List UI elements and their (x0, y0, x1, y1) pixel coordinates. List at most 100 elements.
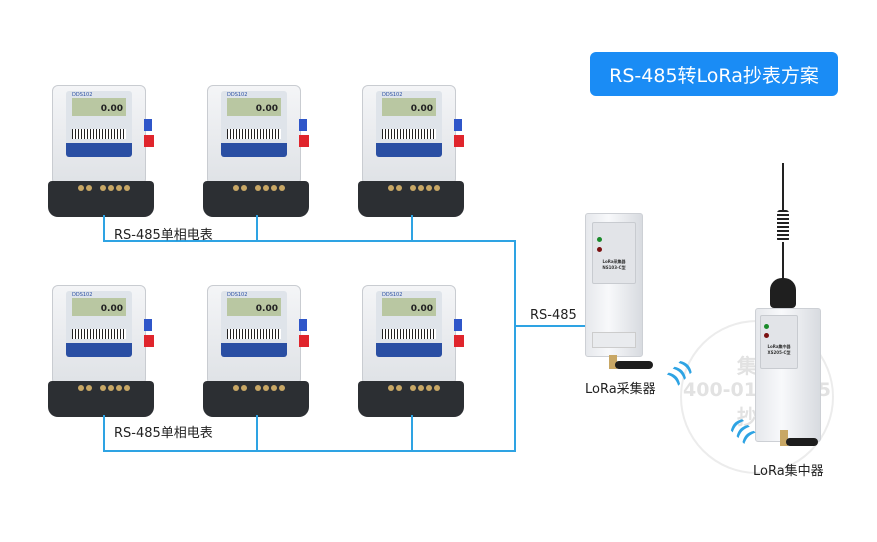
meter-blue-band (376, 343, 442, 357)
meter-terminal-block (48, 381, 154, 417)
terminal-screw (418, 185, 424, 191)
bus-label: RS-485 (530, 308, 577, 323)
electric-meter: DDS102 0.00 (203, 285, 309, 420)
concentrator-panel: LoRa集中器 XS205-C型 (760, 315, 798, 369)
meter-terminal-block (203, 181, 309, 217)
terminal-screw (100, 385, 106, 391)
meter-display: 0.00 (72, 298, 126, 316)
terminal-screw (124, 385, 130, 391)
concentrator-name: LoRa集中器 (767, 344, 791, 349)
meter-button-blue (144, 119, 152, 131)
terminal-screw (233, 385, 239, 391)
terminal-screw (78, 385, 84, 391)
electric-meter: DDS102 0.00 (48, 85, 154, 220)
meter-terminal-block (358, 381, 464, 417)
drop-line (256, 415, 258, 451)
meter-button-red (299, 135, 309, 147)
terminal-screw (124, 185, 130, 191)
electric-meter: DDS102 0.00 (358, 85, 464, 220)
barcode (227, 129, 281, 139)
comm-led (764, 333, 769, 338)
meter-display: 0.00 (72, 98, 126, 116)
lora-concentrator: LoRa集中器 XS205-C型 (755, 308, 821, 442)
meter-blue-band (376, 143, 442, 157)
meter-button-red (144, 335, 154, 347)
terminal-screw (233, 185, 239, 191)
bus-trunk (514, 240, 516, 452)
meter-terminal-block (203, 381, 309, 417)
concentrator-antenna-connector (780, 430, 788, 446)
terminal-screw (388, 385, 394, 391)
comm-led (597, 247, 602, 252)
terminal-screw (396, 385, 402, 391)
meter-model: DDS102 (227, 292, 248, 298)
meter-button-blue (299, 119, 307, 131)
meter-display: 0.00 (382, 298, 436, 316)
concentrator-antenna-coil (777, 210, 789, 242)
barcode (72, 329, 126, 339)
meter-model: DDS102 (72, 92, 93, 98)
meter-model: DDS102 (382, 92, 403, 98)
meter-blue-band (221, 343, 287, 357)
terminal-screw (78, 185, 84, 191)
status-led (597, 237, 602, 242)
bus-to-collector (514, 325, 586, 327)
terminal-screw (86, 185, 92, 191)
meter-button-red (454, 135, 464, 147)
meter-button-blue (454, 119, 462, 131)
meter-button-red (454, 335, 464, 347)
terminal-screw (100, 185, 106, 191)
meter-button-red (144, 135, 154, 147)
meter-blue-band (221, 143, 287, 157)
drop-line (411, 415, 413, 451)
terminal-screw (426, 385, 432, 391)
meter-blue-band (66, 343, 132, 357)
meter-group-label-bottom: RS-485单相电表 (114, 426, 213, 441)
meter-terminal-block (358, 181, 464, 217)
terminal-screw (410, 185, 416, 191)
meter-button-red (299, 335, 309, 347)
terminal-screw (108, 185, 114, 191)
concentrator-caption: LoRa集中器 (753, 464, 824, 479)
concentrator-antenna-base (770, 278, 796, 308)
terminal-screw (396, 185, 402, 191)
status-led (764, 324, 769, 329)
meter-button-blue (299, 319, 307, 331)
bus-line-bottom (103, 450, 516, 452)
terminal-screw (279, 185, 285, 191)
terminal-screw (434, 185, 440, 191)
meter-display: 0.00 (227, 298, 281, 316)
meter-display: 0.00 (227, 98, 281, 116)
meter-model: DDS102 (227, 92, 248, 98)
barcode (382, 329, 436, 339)
electric-meter: DDS102 0.00 (358, 285, 464, 420)
terminal-screw (271, 385, 277, 391)
terminal-screw (255, 185, 261, 191)
barcode (227, 329, 281, 339)
terminal-screw (116, 185, 122, 191)
meter-button-blue (144, 319, 152, 331)
meter-display: 0.00 (382, 98, 436, 116)
bus-line-top (103, 240, 516, 242)
collector-caption: LoRa采集器 (585, 382, 656, 397)
diagram-title: RS-485转LoRa抄表方案 (590, 52, 838, 96)
terminal-screw (263, 185, 269, 191)
drop-line (411, 215, 413, 241)
drop-line (256, 215, 258, 241)
meter-model: DDS102 (382, 292, 403, 298)
collector-name: LoRa采集器 (602, 259, 626, 264)
terminal-screw (434, 385, 440, 391)
terminal-screw (241, 385, 247, 391)
collector-terminals (592, 332, 636, 348)
terminal-screw (116, 385, 122, 391)
barcode (382, 129, 436, 139)
concentrator-model: XS205-C型 (767, 350, 791, 355)
drop-line (103, 415, 105, 451)
electric-meter: DDS102 0.00 (203, 85, 309, 220)
terminal-screw (418, 385, 424, 391)
concentrator-antenna (786, 438, 818, 446)
terminal-screw (279, 385, 285, 391)
collector-panel: LoRa采集器 NS103-C型 (592, 222, 636, 284)
meter-terminal-block (48, 181, 154, 217)
collector-antenna (615, 361, 653, 369)
